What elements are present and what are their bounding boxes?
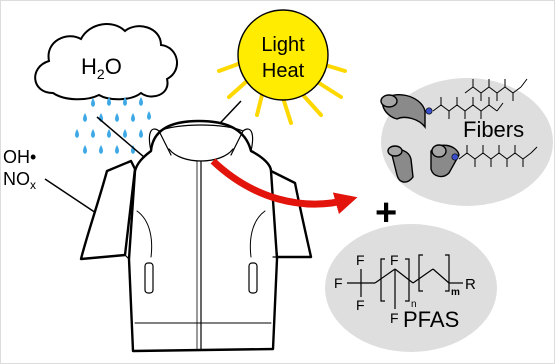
fibers-label: Fibers: [463, 117, 524, 142]
pfas-sub-n: n: [411, 299, 417, 310]
pfas-r: R: [465, 276, 476, 293]
pfas-sub-m: m: [451, 287, 460, 298]
fiber-strands: [380, 93, 460, 183]
degradation-arrow: [210, 158, 358, 215]
cloud-icon: [34, 23, 178, 101]
sun-line2: Heat: [262, 60, 305, 82]
jacket-icon: [79, 119, 313, 353]
fluoro-chain-1: [432, 97, 504, 119]
water-arrow: [96, 116, 152, 164]
rain-drops: [75, 97, 151, 154]
cloud-label: H2O: [81, 54, 122, 82]
sun-icon: [217, 9, 347, 125]
pfas-label: PFAS: [403, 307, 459, 332]
sun-line1: Light: [261, 34, 305, 56]
fluoro-chain-2: [458, 145, 538, 167]
fiber-beads: [425, 107, 459, 161]
fluoro-chain-3: [464, 78, 528, 101]
pfas-f-chain-top: F: [390, 252, 399, 268]
plus-sign: +: [375, 192, 397, 234]
pfas-structure: [347, 254, 463, 309]
pfas-f-left: F: [334, 275, 343, 291]
pfas-ellipse: [325, 224, 497, 352]
oh-label: OH•: [3, 147, 36, 167]
nox-label: NOx: [3, 169, 36, 192]
pfas-f-top: F: [356, 252, 365, 268]
pfas-f-bottom: F: [356, 297, 365, 313]
pfas-f-chain-bottom: F: [390, 310, 399, 326]
